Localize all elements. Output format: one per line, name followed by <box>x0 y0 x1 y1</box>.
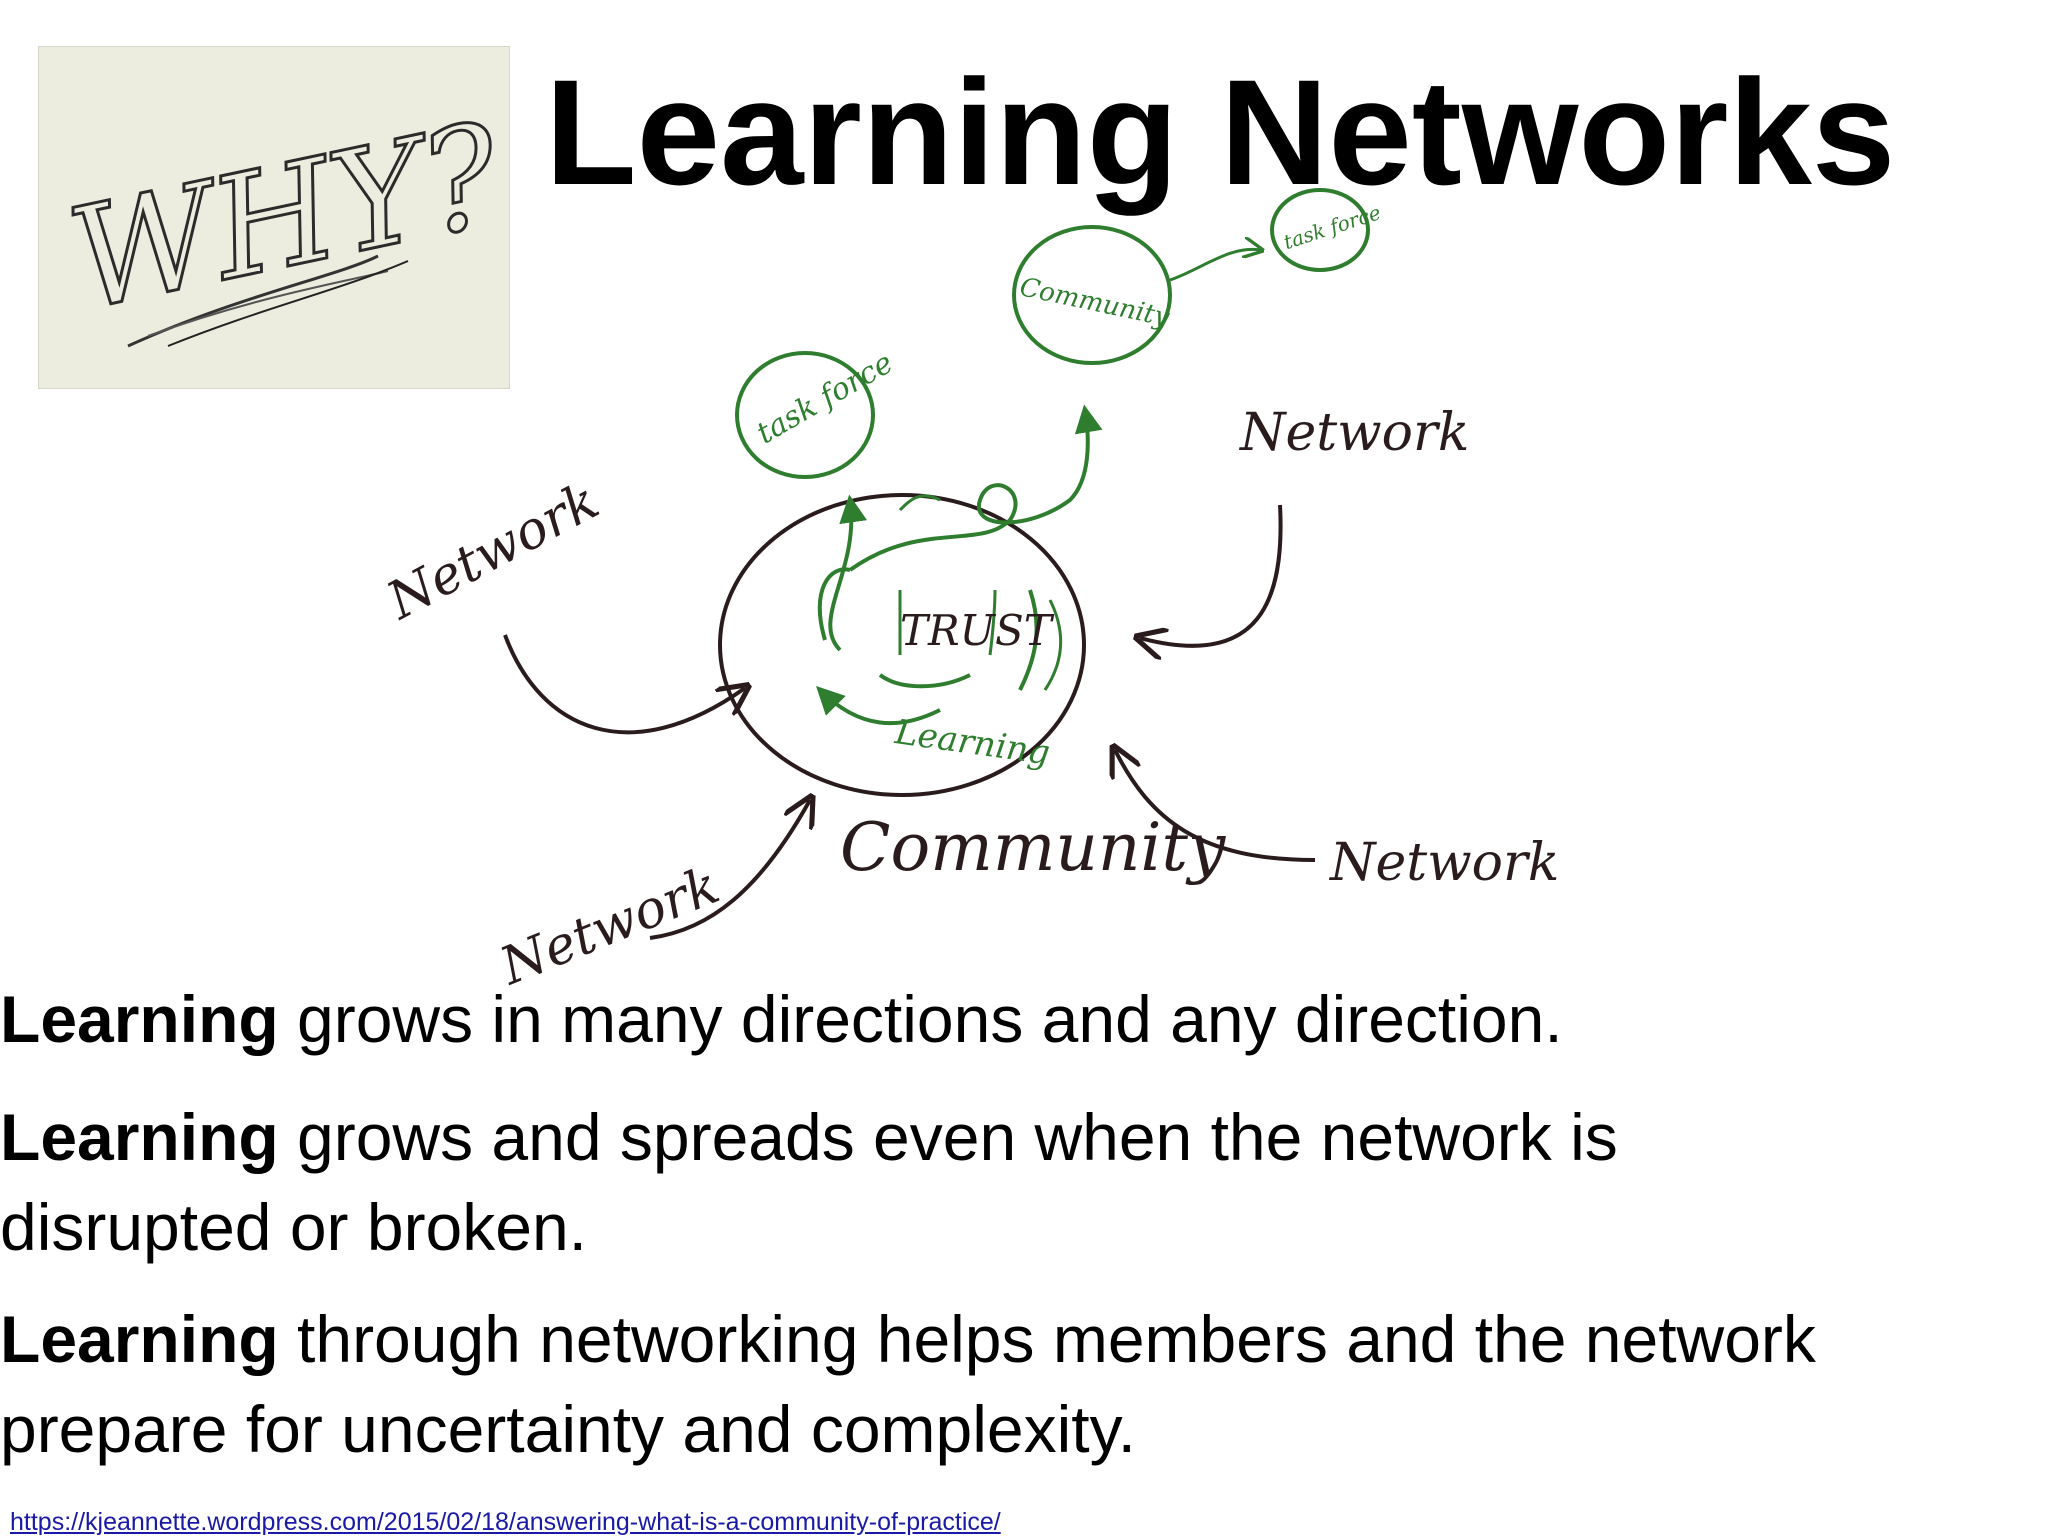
community-diagram: TRUST Learning task force Community task… <box>380 188 1559 998</box>
community-circle-small <box>1012 225 1172 365</box>
paragraph-3-bold: Learning <box>0 1302 279 1376</box>
community-circle <box>718 493 1086 797</box>
why-photo: WHY? <box>38 46 510 389</box>
paragraph-2-text-line2: disrupted or broken. <box>0 1190 588 1264</box>
network-label-lower-right: Network <box>1328 833 1559 893</box>
task-force-circle-right <box>1270 188 1370 272</box>
paragraph-2: Learning grows and spreads even when the… <box>0 1092 1618 1272</box>
paragraph-1-text: grows in many directions and any directi… <box>278 982 1563 1056</box>
trust-label: TRUST <box>900 606 1055 655</box>
network-label-upper-right: Network <box>1238 403 1469 463</box>
paragraph-2-text: grows and spreads even when the network … <box>278 1100 1618 1174</box>
task-force-label-right: task force <box>1280 200 1383 254</box>
paragraph-3: Learning through networking helps member… <box>0 1294 1816 1474</box>
paragraph-2-bold: Learning <box>0 1100 279 1174</box>
paragraph-3-text: through networking helps members and the… <box>278 1302 1816 1376</box>
learning-inner-label: Learning <box>892 712 1053 773</box>
community-small-label: Community <box>1017 272 1172 333</box>
paragraph-1-bold: Learning <box>0 982 279 1056</box>
community-label: Community <box>840 809 1226 886</box>
paragraph-1: Learning grows in many directions and an… <box>0 974 1563 1064</box>
task-force-circle-left <box>735 351 875 479</box>
page-title: Learning Networks <box>545 48 1896 216</box>
network-label-upper-left: Network <box>380 471 609 633</box>
source-link[interactable]: https://kjeannette.wordpress.com/2015/02… <box>10 1508 1001 1536</box>
paragraph-3-text-line2: prepare for uncertainty and complexity. <box>0 1392 1137 1466</box>
